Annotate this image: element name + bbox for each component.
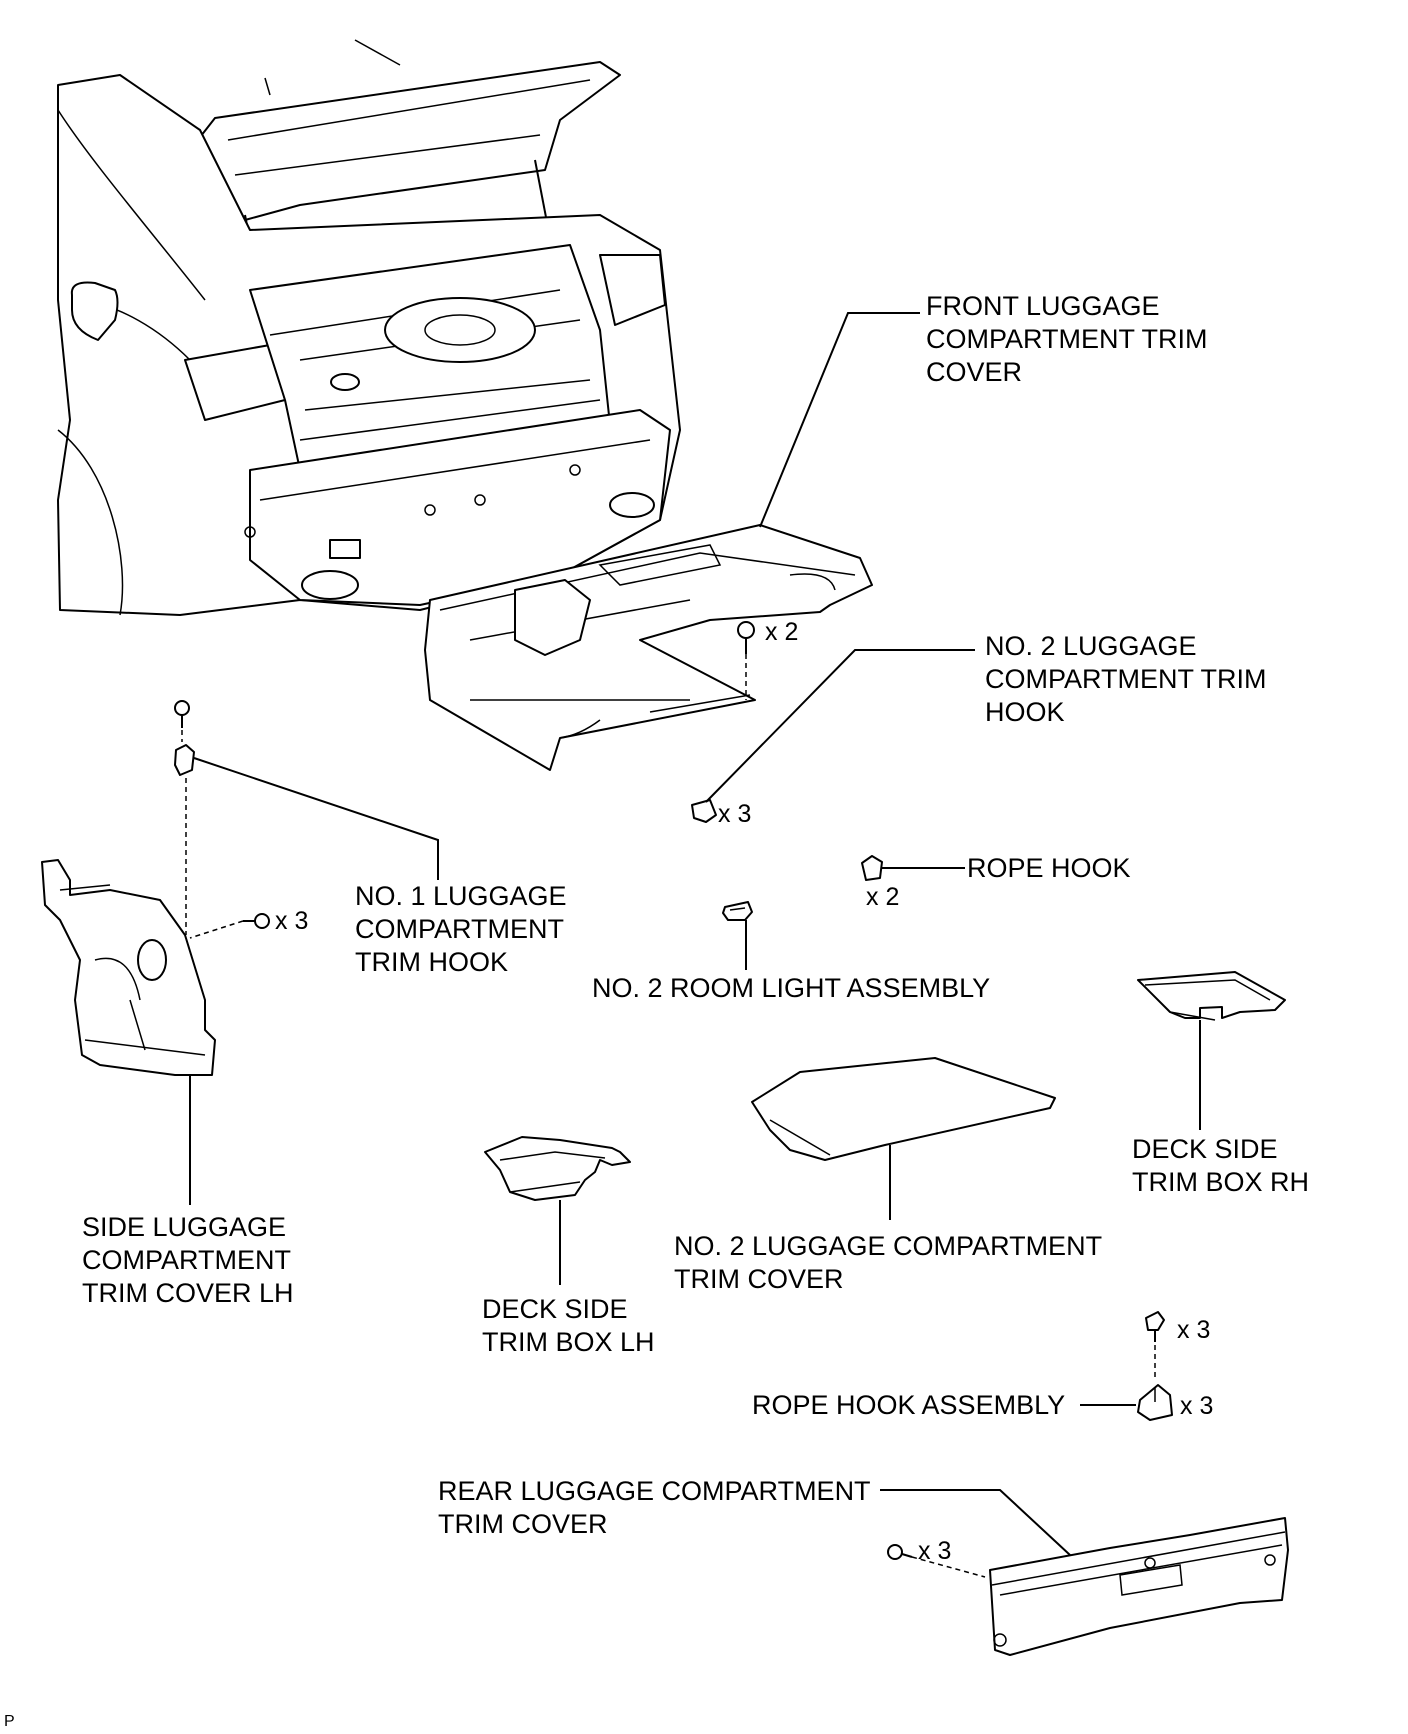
no1-hook-label-1: NO. 1 LUGGAGE (355, 881, 567, 911)
deck-box-lh (484, 1136, 631, 1201)
side-trim-cover-lh (41, 778, 216, 1076)
rope-hook-assembly: x 3 x 3 (1137, 1311, 1213, 1421)
front-cover-leader (759, 312, 920, 528)
no2-hook-label-2: COMPARTMENT TRIM (985, 664, 1267, 694)
side-cover-label-1: SIDE LUGGAGE (82, 1212, 286, 1242)
deck-lh-label-2: TRIM BOX LH (482, 1327, 655, 1357)
no2-trim-hook: x 3 (691, 799, 751, 828)
no2-hook-label-3: HOOK (985, 697, 1065, 727)
no1-hook-leader (193, 757, 439, 880)
side-cover-label-3: TRIM COVER LH (82, 1278, 294, 1308)
rope-hook-qty: x 2 (866, 883, 899, 911)
front-cover-clip: x 2 (737, 618, 798, 700)
no1-trim-hook (174, 700, 195, 776)
no2-hook-label-1: NO. 2 LUGGAGE (985, 631, 1197, 661)
front-clip-qty: x 2 (765, 618, 798, 646)
rope-assy-qty: x 3 (1180, 1392, 1213, 1420)
room-light (722, 901, 753, 921)
no2-hook-qty: x 3 (718, 800, 751, 828)
deck-rh-label-1: DECK SIDE (1132, 1134, 1278, 1164)
rear-clip-qty: x 3 (918, 1537, 951, 1565)
side-clip-qty: x 3 (275, 907, 308, 935)
rope-assy-label: ROPE HOOK ASSEMBLY (752, 1390, 1065, 1420)
corner-mark: P (4, 1713, 15, 1730)
front-luggage-trim-cover (424, 524, 873, 771)
no2-cover-label-2: TRIM COVER (674, 1264, 844, 1294)
deck-lh-label-1: DECK SIDE (482, 1294, 628, 1324)
front-cover-label-2: COMPARTMENT TRIM (926, 324, 1208, 354)
no1-hook-label-3: TRIM HOOK (355, 947, 508, 977)
rear-trim-cover (989, 1517, 1289, 1656)
front-cover-label-1: FRONT LUGGAGE (926, 291, 1160, 321)
rear-cover-label-1: REAR LUGGAGE COMPARTMENT (438, 1476, 871, 1506)
deck-rh-label-2: TRIM BOX RH (1132, 1167, 1309, 1197)
no2-cover-label-1: NO. 2 LUGGAGE COMPARTMENT (674, 1231, 1102, 1261)
side-cover-label-2: COMPARTMENT (82, 1245, 291, 1275)
room-light-label: NO. 2 ROOM LIGHT ASSEMBLY (592, 973, 990, 1003)
vehicle-illustration (57, 39, 681, 616)
deck-box-rh (1137, 971, 1286, 1021)
no2-hook-leader (705, 649, 975, 803)
rear-cover-clip: x 3 (887, 1537, 986, 1578)
rope-hook-label: ROPE HOOK (967, 853, 1131, 883)
rear-cover-leader (880, 1489, 1071, 1556)
rope-hook: x 2 (861, 855, 899, 911)
rear-cover-label-2: TRIM COVER (438, 1509, 608, 1539)
side-cover-clip: x 3 (189, 907, 308, 939)
no1-hook-label-2: COMPARTMENT (355, 914, 564, 944)
no2-trim-cover (751, 1057, 1056, 1161)
front-cover-label-3: COVER (926, 357, 1022, 387)
rope-assy-bolt-qty: x 3 (1177, 1316, 1210, 1344)
